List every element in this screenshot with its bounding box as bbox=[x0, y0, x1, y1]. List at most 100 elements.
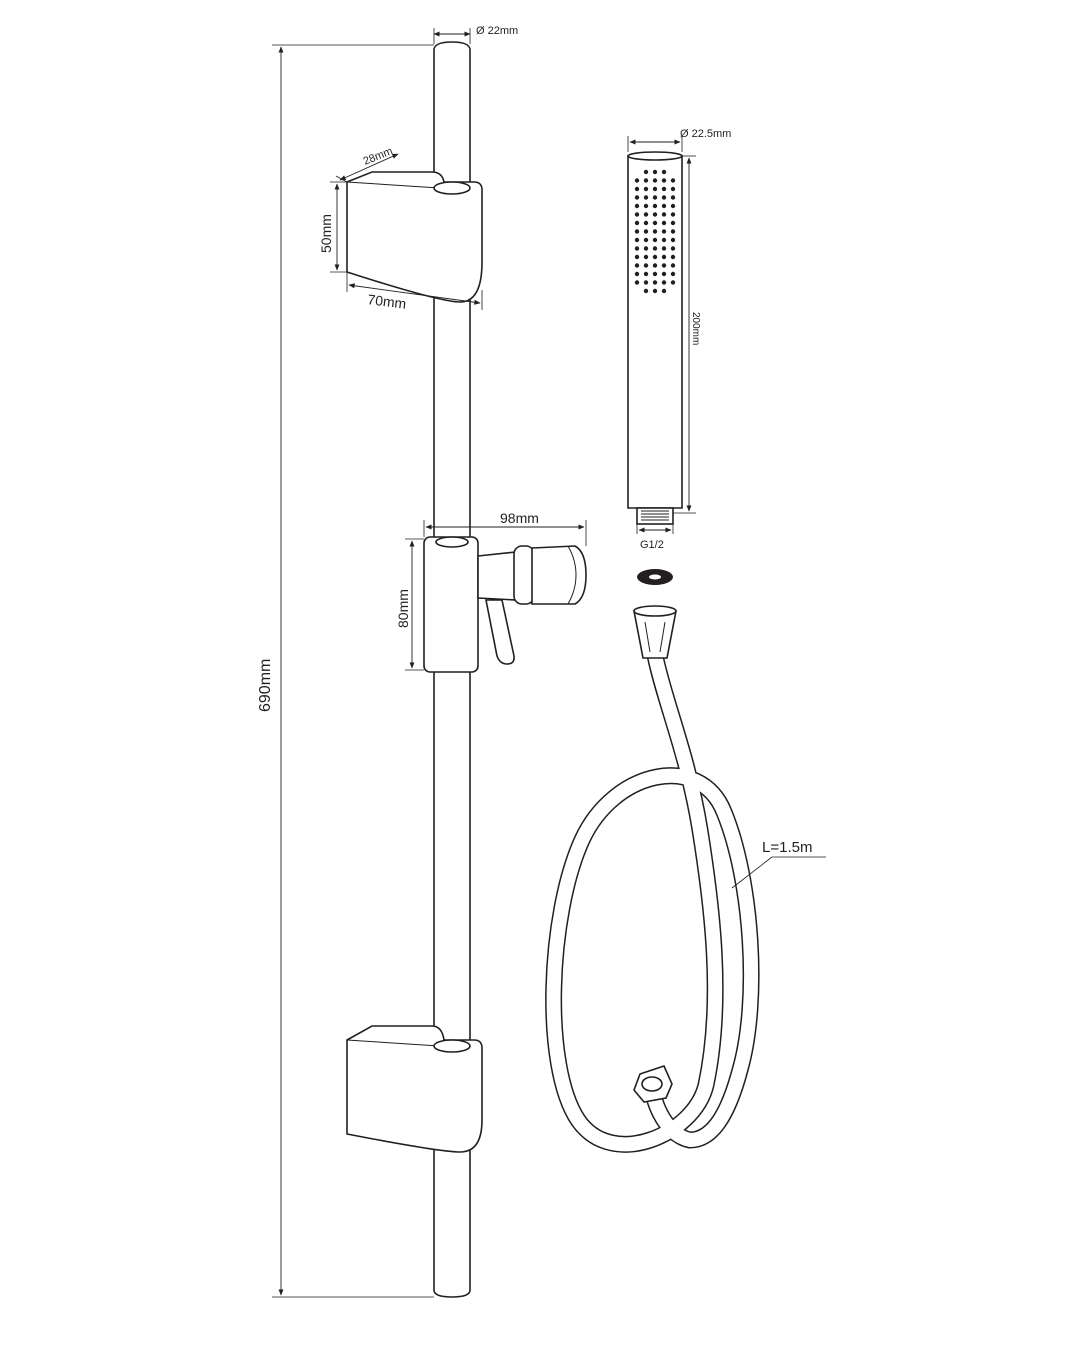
nozzle-dot bbox=[643, 220, 649, 226]
nozzle-dot bbox=[652, 288, 658, 294]
nozzle-dot bbox=[670, 229, 676, 234]
nozzle-dot bbox=[643, 229, 649, 234]
handset-holder bbox=[423, 536, 587, 673]
bracket-depth-label: 28mm bbox=[362, 145, 395, 168]
nozzle-dot bbox=[634, 186, 640, 192]
nozzle-dot bbox=[652, 271, 658, 277]
nozzle-dot bbox=[643, 178, 649, 183]
hand-shower-head bbox=[627, 151, 683, 525]
rail-height-dimension: 690mm bbox=[257, 44, 434, 1298]
nozzle-dot bbox=[634, 195, 640, 200]
nozzle-dot bbox=[661, 195, 667, 200]
nozzle-dot bbox=[643, 263, 649, 268]
nozzle-dot bbox=[643, 280, 649, 285]
nozzle-dot bbox=[634, 246, 640, 251]
bracket-width-dimension: 70mm bbox=[346, 272, 483, 312]
nozzle-dot bbox=[643, 246, 649, 251]
thread-size-label: G1/2 bbox=[640, 539, 664, 551]
nozzle-dot bbox=[652, 220, 658, 226]
hose-length-callout: L=1.5m bbox=[731, 839, 826, 889]
nozzle-dot bbox=[634, 237, 640, 243]
nozzle-dot bbox=[634, 212, 640, 217]
nozzle-dot bbox=[661, 203, 667, 209]
nozzle-dot bbox=[670, 212, 676, 217]
nozzle-dot bbox=[652, 178, 658, 183]
nozzle-dot bbox=[643, 254, 649, 260]
nozzle-dot bbox=[661, 212, 667, 217]
nozzle-dot bbox=[652, 186, 658, 192]
nozzle-dot bbox=[643, 169, 649, 175]
handset-diameter-dimension: Ø 22.5mm bbox=[627, 128, 731, 152]
nozzle-dot bbox=[652, 169, 658, 175]
nozzle-dot bbox=[670, 271, 676, 277]
bottom-wall-bracket bbox=[346, 1025, 483, 1153]
nozzle-dot bbox=[634, 271, 640, 277]
nozzle-dot bbox=[661, 280, 667, 285]
nozzle-dot bbox=[652, 237, 658, 243]
rail-diameter-label: Ø 22mm bbox=[476, 25, 518, 37]
nozzle-dot bbox=[661, 237, 667, 243]
holder-width-dimension: 98mm bbox=[423, 510, 587, 546]
nozzle-dot bbox=[652, 280, 658, 285]
nozzle-dot bbox=[670, 263, 676, 268]
nozzle-dot bbox=[661, 246, 667, 251]
nozzle-dot bbox=[643, 288, 649, 294]
nozzle-dot bbox=[661, 220, 667, 226]
bracket-width-label: 70mm bbox=[367, 291, 408, 312]
nozzle-dot bbox=[634, 203, 640, 209]
nozzle-dot bbox=[652, 203, 658, 209]
thread-dimension: G1/2 bbox=[636, 524, 674, 551]
nozzle-dot bbox=[634, 280, 640, 285]
nozzle-dot bbox=[670, 246, 676, 251]
nozzle-dot bbox=[661, 288, 667, 294]
nozzle-dot bbox=[634, 263, 640, 268]
nozzle-dot bbox=[661, 229, 667, 234]
nozzle-dot bbox=[661, 186, 667, 192]
nozzle-dot bbox=[670, 195, 676, 200]
nozzle-dot bbox=[643, 271, 649, 277]
nozzle-dot bbox=[634, 178, 640, 183]
bracket-height-label: 50mm bbox=[318, 214, 334, 253]
nozzle-dot bbox=[652, 195, 658, 200]
nozzle-dot bbox=[652, 212, 658, 217]
nozzle-dot bbox=[652, 246, 658, 251]
nozzle-dot bbox=[670, 186, 676, 192]
handset-diameter-label: Ø 22.5mm bbox=[680, 128, 731, 140]
nozzle-dot bbox=[652, 254, 658, 260]
bracket-height-dimension: 50mm bbox=[318, 181, 347, 273]
top-wall-bracket bbox=[346, 171, 483, 303]
nozzle-dot bbox=[634, 220, 640, 226]
nozzle-dot bbox=[643, 195, 649, 200]
shower-hose bbox=[545, 605, 760, 1153]
nozzle-dot bbox=[634, 254, 640, 260]
rail-diameter-dimension: Ø 22mm bbox=[433, 25, 518, 44]
nozzle-dot bbox=[670, 237, 676, 243]
holder-height-label: 80mm bbox=[395, 589, 411, 628]
nozzle-dot bbox=[661, 178, 667, 183]
nozzle-dot bbox=[652, 229, 658, 234]
nozzle-dot bbox=[661, 263, 667, 268]
nozzle-dot bbox=[661, 169, 667, 175]
holder-height-dimension: 80mm bbox=[395, 538, 424, 671]
handset-length-dimension: 200mm bbox=[673, 155, 701, 514]
nozzle-dot bbox=[670, 178, 676, 183]
nozzle-dot bbox=[643, 212, 649, 217]
nozzle-dot bbox=[661, 254, 667, 260]
nozzle-dot bbox=[670, 220, 676, 226]
nozzle-dot bbox=[652, 263, 658, 268]
nozzle-dot bbox=[670, 280, 676, 285]
nozzle-dot bbox=[643, 203, 649, 209]
nozzle-dot bbox=[643, 237, 649, 243]
nozzle-dot bbox=[670, 203, 676, 209]
hose-washer bbox=[637, 569, 673, 585]
nozzle-dot bbox=[634, 229, 640, 234]
nozzle-dot bbox=[643, 186, 649, 192]
handset-length-label: 200mm bbox=[690, 312, 701, 345]
nozzle-dot bbox=[670, 254, 676, 260]
rail-height-label: 690mm bbox=[257, 659, 274, 712]
hose-length-label: L=1.5m bbox=[762, 839, 812, 856]
handset-nozzle-grid bbox=[634, 169, 676, 294]
holder-width-label: 98mm bbox=[500, 510, 539, 526]
nozzle-dot bbox=[661, 271, 667, 277]
